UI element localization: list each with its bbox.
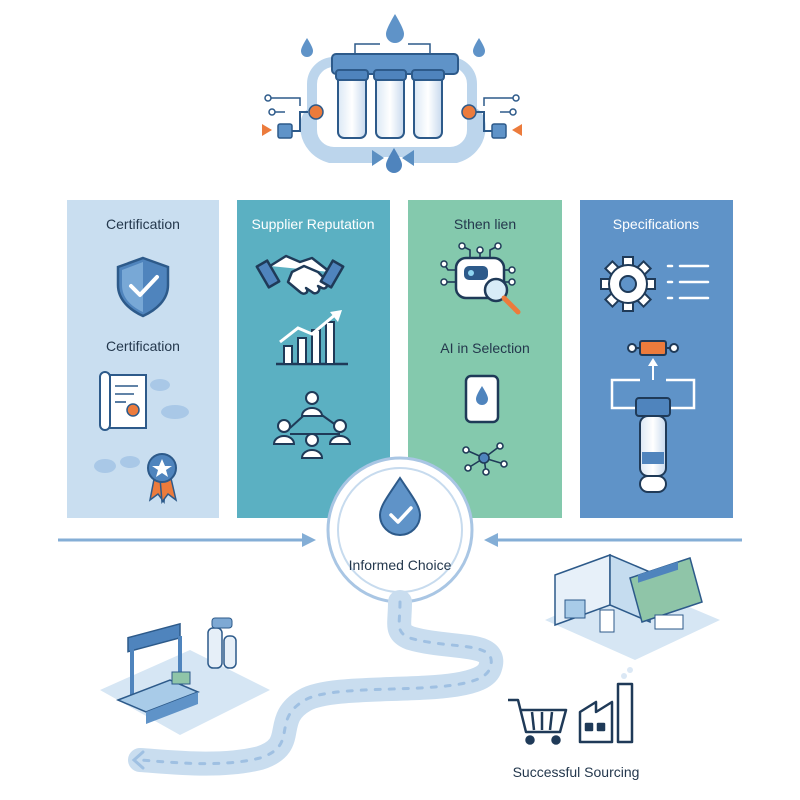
journey-path: [128, 590, 504, 776]
convergence-arrows: [58, 533, 742, 547]
panel-title-ai: Sthen lien: [453, 216, 517, 232]
center-label: Informed Choice: [348, 557, 452, 573]
network-nodes-icon: [462, 442, 508, 476]
ai-robot-search-icon: [440, 242, 521, 315]
gear-list-icon: [600, 256, 710, 312]
informed-choice-hub: [326, 456, 474, 604]
award-ribbon-icon: [94, 453, 178, 505]
shopping-cart-icon: [508, 698, 568, 745]
panel-certification: [67, 200, 219, 518]
outcome-label: Successful Sourcing: [512, 764, 640, 780]
shield-check-icon: [116, 256, 170, 318]
filtration-system-icon: [262, 14, 522, 173]
cartridge-filter-icon: [610, 340, 696, 493]
exhibition-hall-icon: [545, 553, 720, 660]
growth-chart-icon: [276, 310, 348, 366]
panel-subtitle-certification: Certification: [106, 338, 180, 354]
smartphone-drop-icon: [464, 374, 500, 424]
trade-show-booth-icon: [100, 617, 270, 735]
panel-subtitle-ai-selection: AI in Selection: [440, 340, 530, 356]
panel-title-supplier-reputation: Supplier Reputation: [251, 216, 375, 232]
panel-title-certification: Certification: [106, 216, 180, 232]
team-network-icon: [272, 391, 352, 459]
panel-title-specifications: Specifications: [612, 216, 700, 232]
handshake-icon: [255, 254, 345, 295]
certificate-scroll-icon: [99, 371, 189, 431]
factory-icon: [578, 667, 634, 744]
